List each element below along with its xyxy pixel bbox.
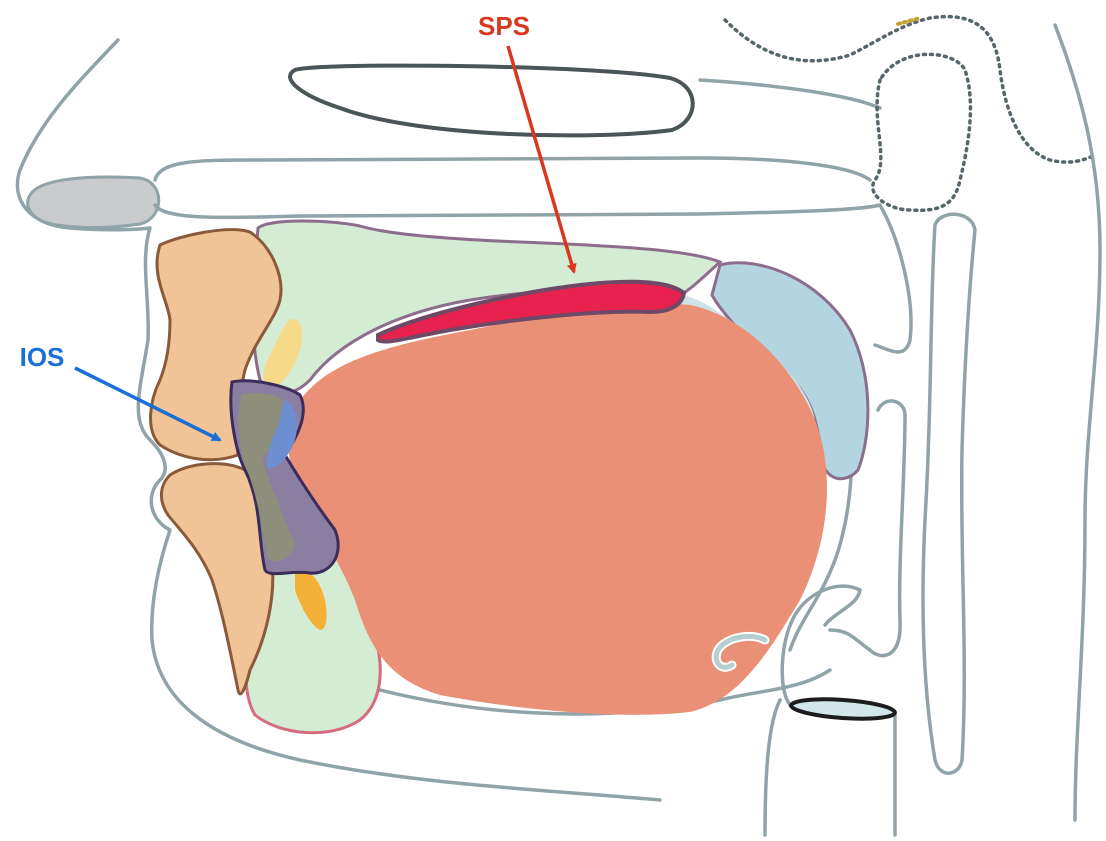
inferior-turbinate bbox=[290, 66, 693, 136]
sphenoid-dotted-outline bbox=[725, 17, 1095, 162]
sphenoid-dotted-inner bbox=[873, 54, 971, 210]
pharynx-back-line bbox=[923, 214, 975, 773]
larynx-outline bbox=[765, 700, 895, 835]
nasal-cavity-lower bbox=[155, 205, 880, 217]
velum-back-line bbox=[875, 205, 911, 352]
ios-label: IOS bbox=[20, 342, 65, 372]
nasal-turbinate bbox=[28, 177, 159, 228]
posterior-pharyngeal-wall bbox=[1055, 25, 1100, 820]
sps-label: SPS bbox=[478, 11, 530, 41]
nasal-cavity-floor bbox=[155, 158, 870, 180]
nasal-passage-line bbox=[700, 80, 880, 108]
hyoid-ring bbox=[790, 696, 895, 721]
